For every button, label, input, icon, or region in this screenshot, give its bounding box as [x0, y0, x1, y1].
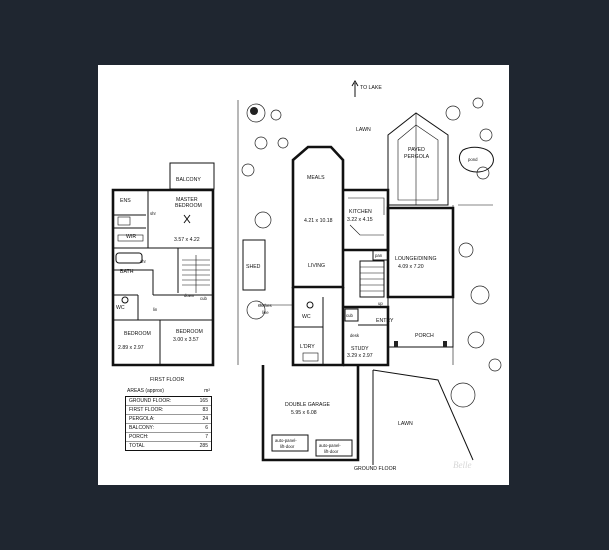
kitchen-label: KITCHEN [349, 209, 372, 215]
bedroom-2-dims: 2.89 x 2.97 [118, 345, 144, 351]
ground-floor-plan: TO LAKE LAWN PAVED PERGOLA pond MEALS 4.… [237, 80, 502, 472]
bedroom-3-dims: 3.00 x 3.57 [173, 337, 199, 343]
double-garage-outline [261, 365, 360, 462]
entry-label: ENTRY [376, 318, 394, 324]
garage-dims: 5.95 x 6.08 [291, 410, 317, 416]
areas-row: PERGOLA: 24 [126, 415, 211, 424]
toilet [121, 296, 129, 304]
study-dims: 3.29 x 2.97 [347, 353, 373, 359]
areas-table: AREAS (approx) m² GROUND FLOOR: 165 FIRST… [125, 388, 212, 451]
wir-label: WIR [126, 234, 136, 240]
ens-label: ENS [120, 198, 131, 204]
meals-dims: 4.21 x 10.18 [304, 218, 333, 224]
areas-row-label: TOTAL [129, 443, 145, 449]
lin-label: lin [153, 307, 158, 312]
shed-outline [242, 239, 266, 291]
lawn-top-label: LAWN [356, 127, 371, 133]
lounge-label: LOUNGE/DINING [395, 256, 437, 262]
bedroom-2-label: BEDROOM [124, 331, 151, 337]
lounge-dining-outline [386, 206, 455, 299]
paved-label: PAVED [408, 147, 425, 153]
master-bedroom-label-2: BEDROOM [175, 203, 202, 209]
porch-label: PORCH [415, 333, 434, 339]
lounge-dims: 4.09 x 7.20 [398, 264, 424, 270]
kitchen-dims: 3.22 x 4.15 [347, 217, 373, 223]
garage-door-left [271, 434, 309, 452]
areas-grid: GROUND FLOOR: 165 FIRST FLOOR: 83 PERGOLA:… [125, 396, 212, 451]
clothes-label: clothes [258, 303, 272, 308]
floor-plan-sheet: BALCONY ENS MASTER BEDROOM 3.57 x 4.22 s… [98, 65, 509, 485]
first-floor-title: FIRST FLOOR [150, 377, 184, 383]
bath-tub [115, 252, 143, 264]
areas-row: FIRST FLOOR: 83 [126, 406, 211, 415]
ground-floor-stairs [359, 260, 385, 298]
garage-label: DOUBLE GARAGE [285, 402, 331, 408]
watermark-logo: Belle [453, 460, 472, 470]
areas-unit: m² [204, 388, 210, 394]
areas-row-value: 83 [202, 407, 208, 413]
wc-label-ff: WC [116, 305, 125, 311]
shed-label: SHED [246, 264, 261, 270]
areas-row-label: FIRST FLOOR: [129, 407, 164, 413]
living-label: LIVING [308, 263, 325, 269]
balcony-outline [169, 162, 215, 190]
first-floor-outer-wall [111, 188, 215, 367]
areas-row-value: 24 [202, 416, 208, 422]
areas-row: BALCONY: 6 [126, 424, 211, 433]
balcony-label: BALCONY [176, 177, 201, 183]
areas-row-label: PORCH: [129, 434, 149, 440]
door-right-label-2: lift-door [324, 449, 339, 454]
desk-label: desk [350, 333, 360, 338]
door-left-label-1: auto-panel- [275, 438, 297, 443]
pond-label: pond [468, 157, 478, 162]
landscape-trees [241, 97, 502, 408]
areas-title: AREAS (approx) [127, 388, 164, 394]
areas-row: PORCH: 7 [126, 433, 211, 442]
master-bedroom-label: MASTER [176, 197, 198, 203]
areas-row-label: GROUND FLOOR: [129, 398, 172, 404]
line-label: line [262, 310, 269, 315]
master-dims: 3.57 x 4.22 [174, 237, 200, 243]
areas-row-value: 165 [199, 398, 208, 404]
first-floor-plan: BALCONY ENS MASTER BEDROOM 3.57 x 4.22 s… [111, 162, 215, 383]
lawn-bottom-label: LAWN [398, 421, 413, 427]
wc-label-gf: WC [302, 314, 311, 320]
ground-floor-title: GROUND FLOOR [354, 466, 397, 472]
areas-row-value: 6 [205, 425, 208, 431]
areas-row-value: 7 [205, 434, 208, 440]
pergola-label: PERGOLA [404, 154, 430, 160]
door-left-label-2: lift-door [280, 444, 295, 449]
bath-shr-label: shr [140, 259, 147, 264]
cub-label-gf: cub [346, 313, 354, 318]
to-lake-label: TO LAKE [360, 85, 382, 91]
bath-label: BATH [120, 269, 134, 275]
down-label: down [184, 293, 195, 298]
areas-row-label: BALCONY: [129, 425, 155, 431]
areas-row: TOTAL 285 [126, 442, 211, 450]
door-right-label-1: auto-panel- [319, 443, 341, 448]
areas-row-label: PERGOLA: [129, 416, 155, 422]
floor-plan-drawing: BALCONY ENS MASTER BEDROOM 3.57 x 4.22 s… [111, 80, 502, 472]
cub-label-ff: cub [200, 296, 208, 301]
study-label: STUDY [351, 346, 369, 352]
garage-door-right [315, 439, 353, 457]
meals-label: MEALS [307, 175, 325, 181]
areas-row: GROUND FLOOR: 165 [126, 397, 211, 406]
up-label: up [378, 301, 383, 306]
bedroom-3-label: BEDROOM [176, 329, 203, 335]
first-floor-stairs [182, 255, 210, 293]
areas-row-value: 285 [199, 443, 208, 449]
ens-shr-label: shr [150, 211, 157, 216]
pan-label: pan [375, 253, 383, 258]
ldry-label: L'DRY [300, 344, 315, 350]
